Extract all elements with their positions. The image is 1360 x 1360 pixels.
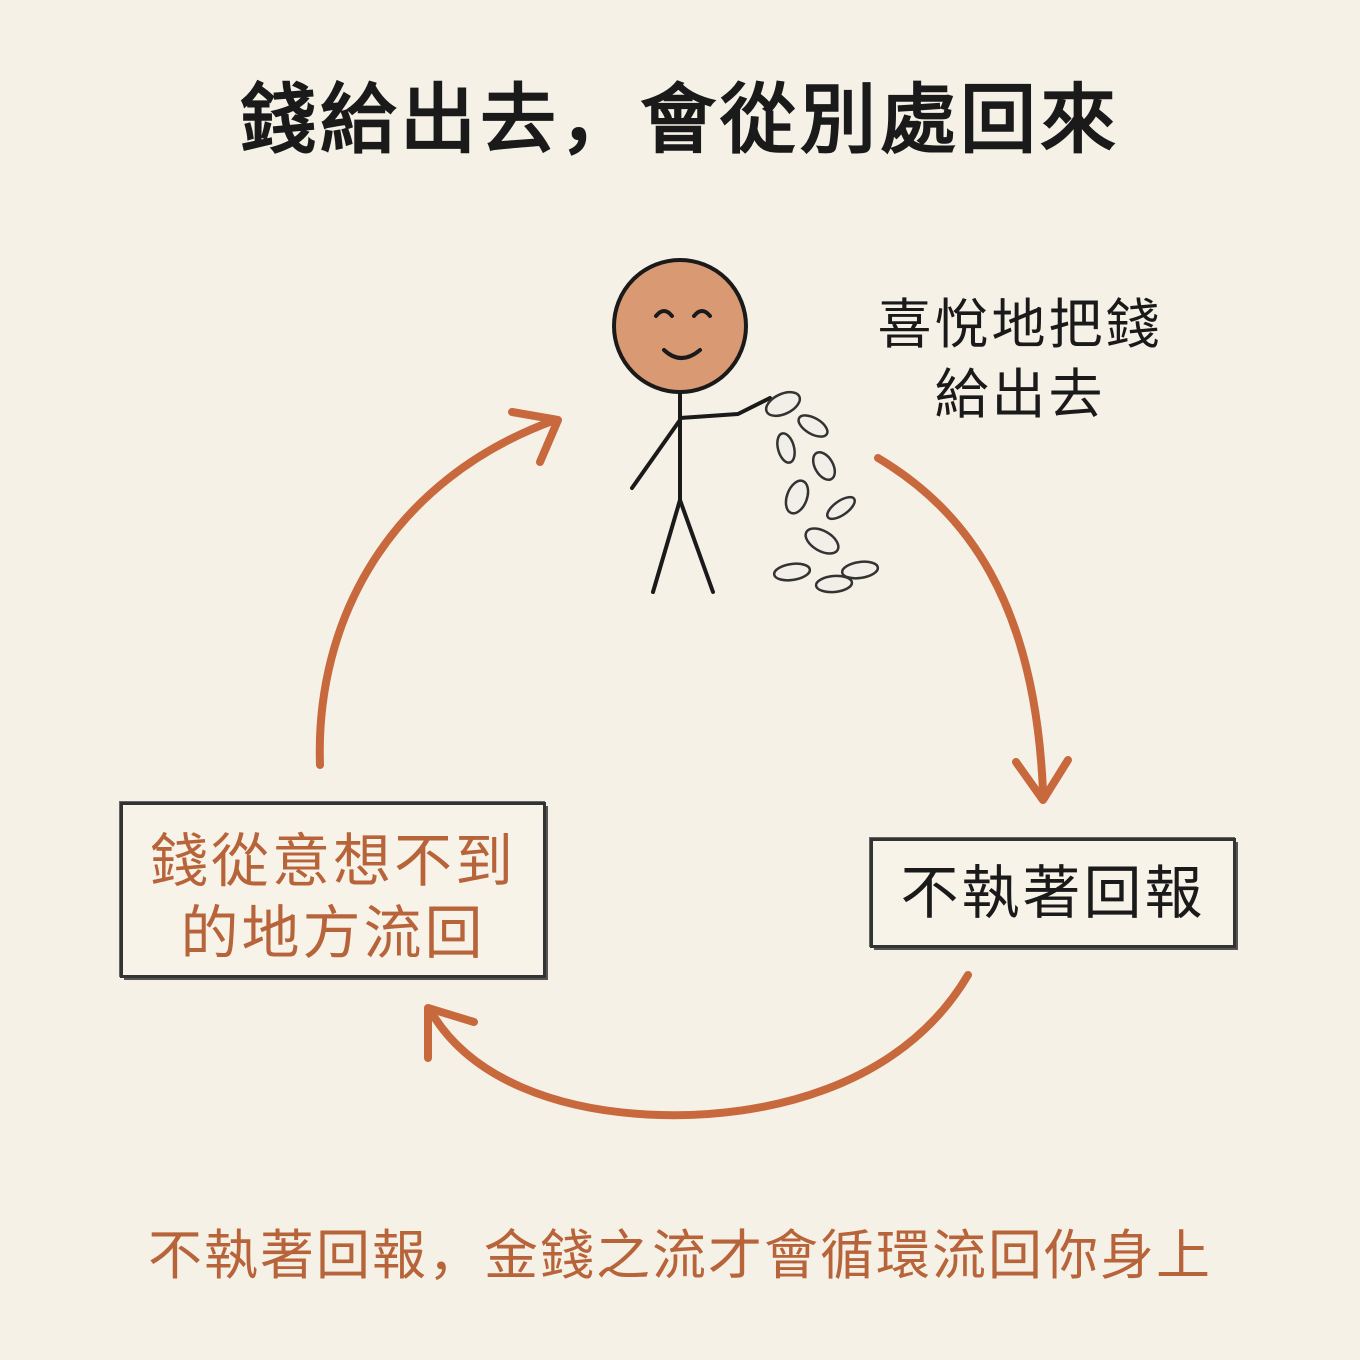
left-box-line-2: 的地方流回 [180, 899, 486, 967]
left-box-line-1: 錢從意想不到 [149, 827, 516, 895]
smiling-stick-figure-icon [612, 258, 772, 594]
falling-coins-icon [764, 390, 880, 594]
unexpected-return-label: 錢從意想不到 的地方流回 [123, 825, 543, 969]
arrow-to-left-box [424, 971, 972, 1120]
caption-line-1: 喜悅地把錢 [877, 293, 1163, 356]
give-money-caption: 喜悅地把錢 給出去 [850, 290, 1190, 430]
footer-message: 不執著回報，金錢之流才會循環流回你身上 [148, 1224, 1212, 1287]
arrow-to-figure [315, 408, 562, 769]
no-attachment-box: 不執著回報 [870, 838, 1236, 948]
no-attachment-label: 不執著回報 [900, 859, 1206, 927]
page-title: 錢給出去，會從別處回來 [240, 75, 1120, 164]
unexpected-return-box: 錢從意想不到 的地方流回 [120, 802, 546, 978]
arrow-to-right-box [874, 454, 1072, 804]
caption-line-2: 給出去 [934, 363, 1106, 426]
